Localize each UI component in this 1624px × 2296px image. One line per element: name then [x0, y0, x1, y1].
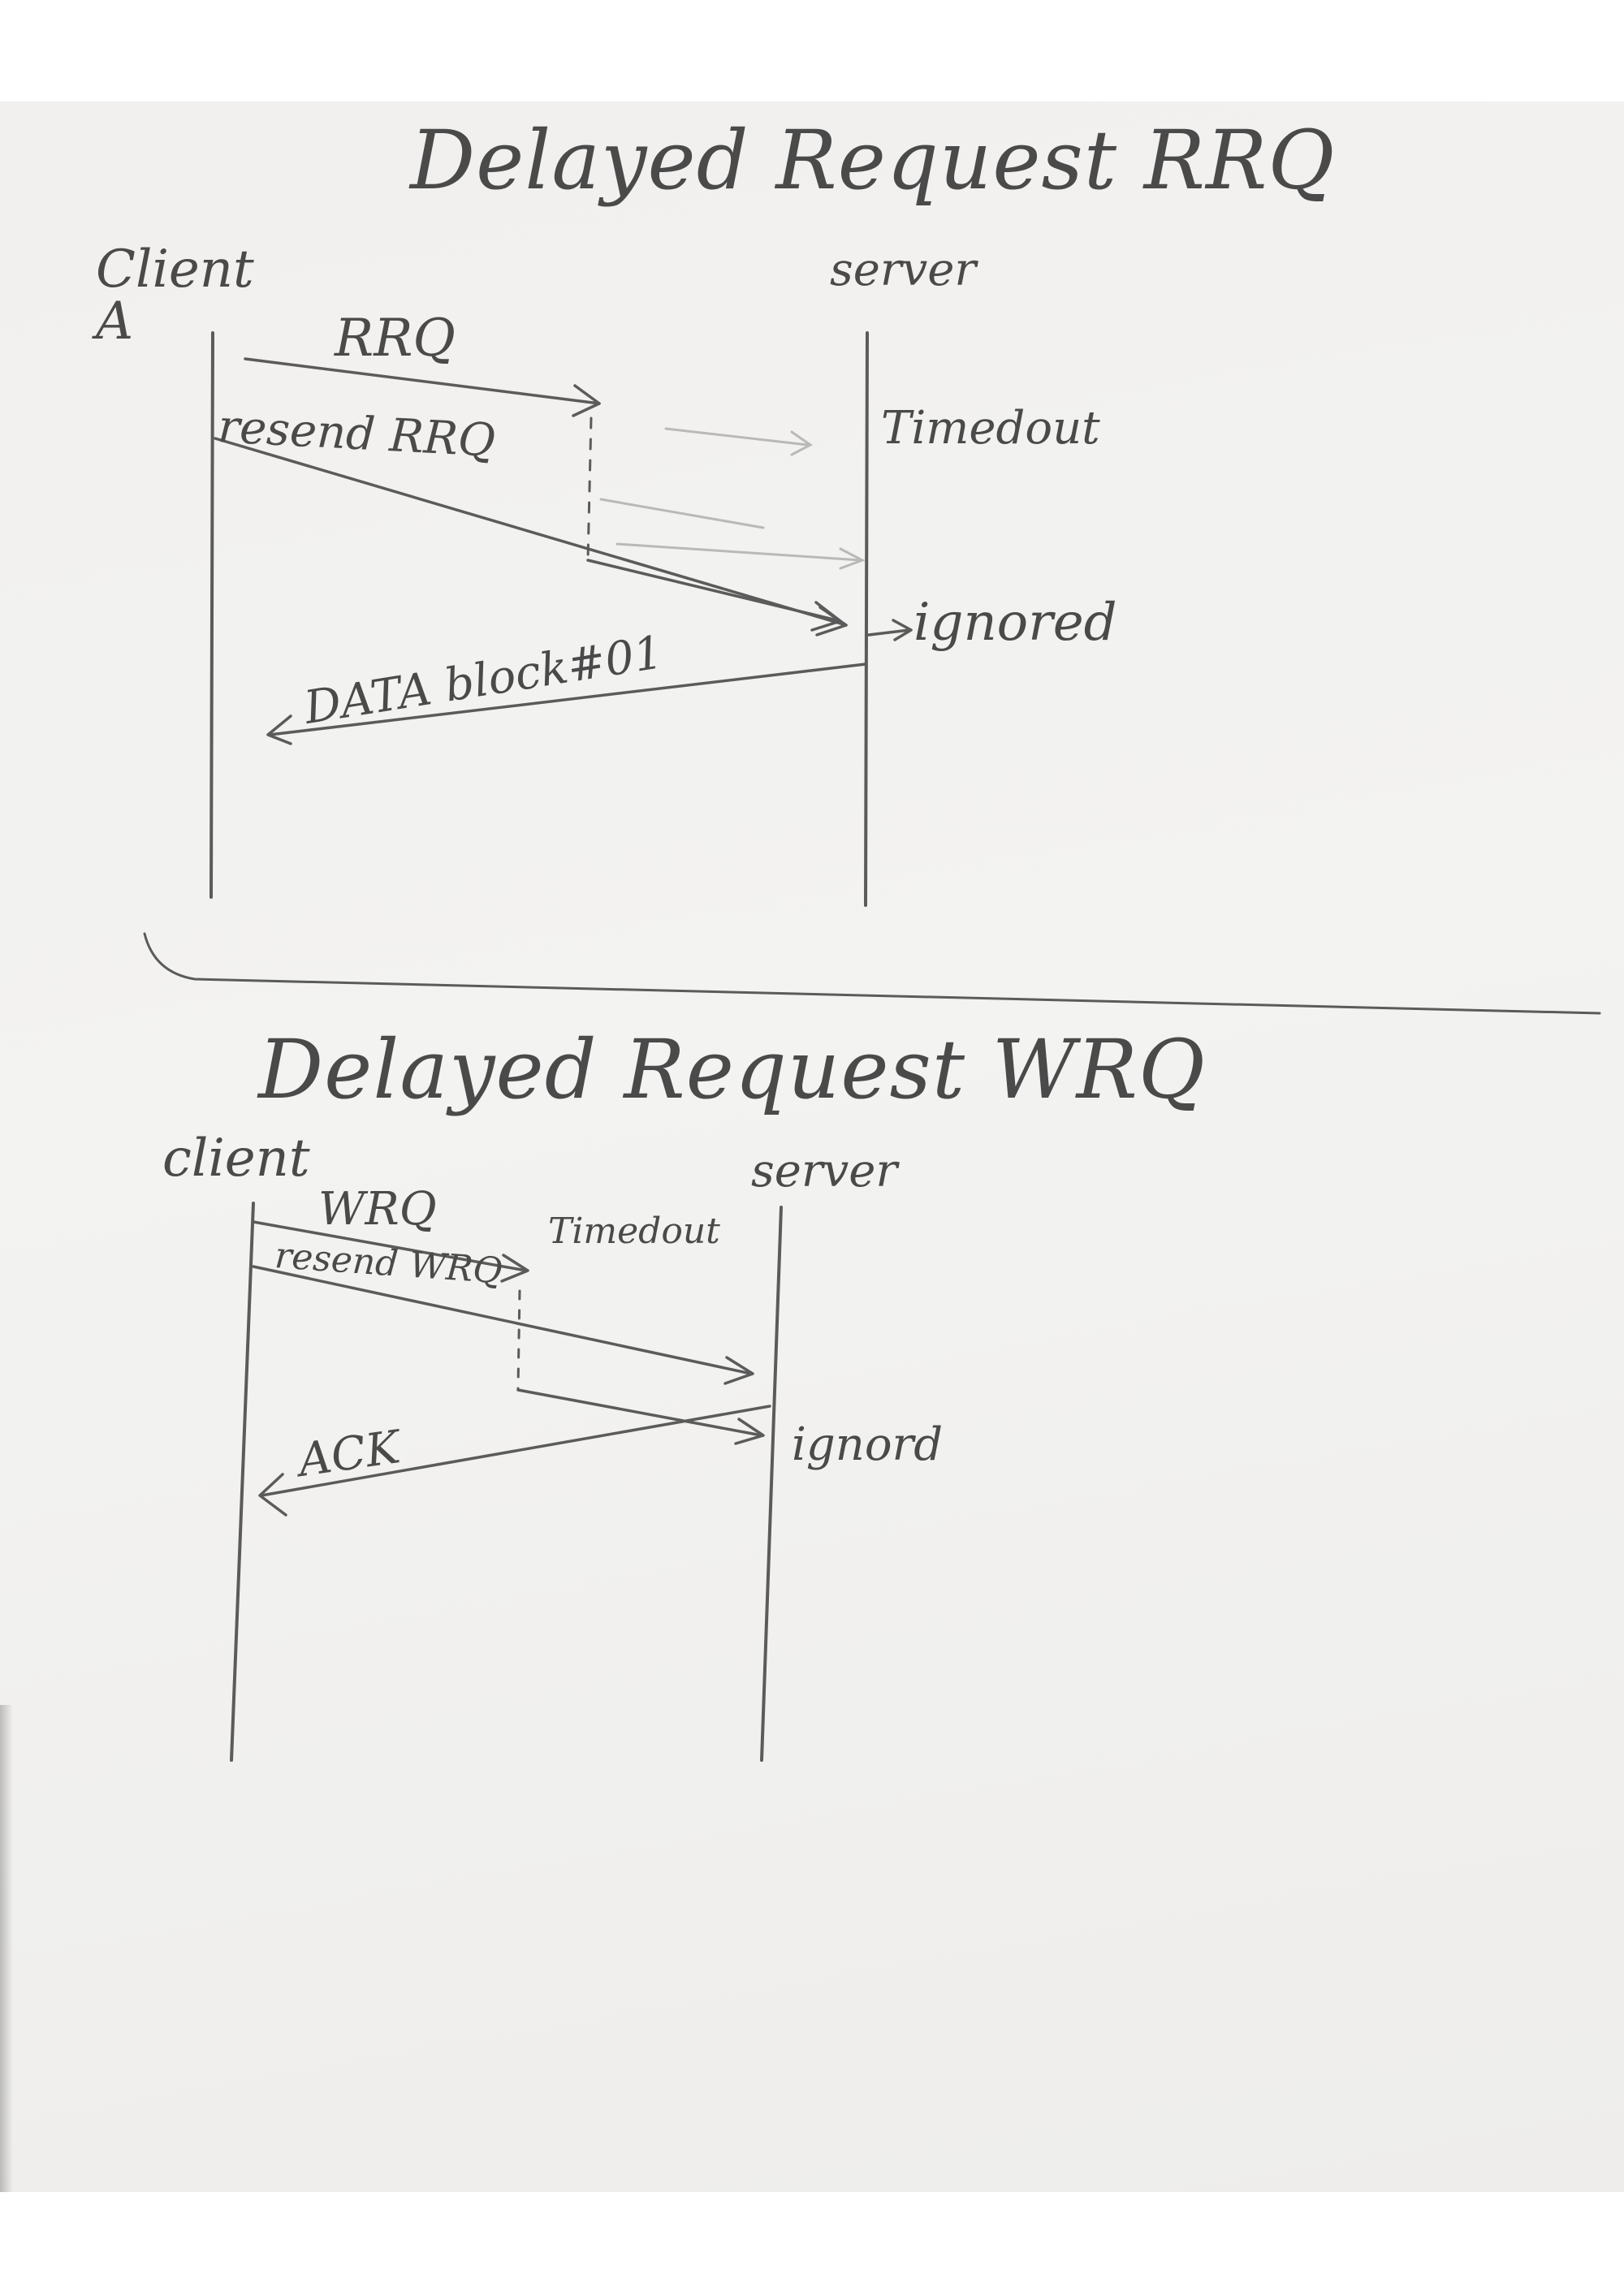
- rrq-delay-dashes: [586, 416, 593, 562]
- rrq-diagram-title: Delayed Request RRQ: [410, 113, 1336, 208]
- wrq-client-label: client: [162, 1129, 310, 1189]
- erased-arrowhead: [790, 430, 813, 456]
- rrq-client-label: Client A: [96, 240, 254, 352]
- wrq-diagram-title: Delayed Request WRQ: [258, 1022, 1206, 1117]
- rrq-ignored-note: ignored: [914, 593, 1117, 653]
- rrq-data-arrowhead: [266, 714, 292, 745]
- rrq-ignored-arrowhead: [892, 619, 913, 641]
- wrq-ignored-note: ignord: [792, 1418, 944, 1471]
- rrq-ignored-arrow: [867, 628, 911, 637]
- wrq-delay-dashes: [516, 1289, 521, 1390]
- wrq-client-lifeline: [230, 1202, 255, 1762]
- wrq-timeout-note: Timedout: [548, 1211, 720, 1252]
- wrq-delayed-arrowhead: [734, 1418, 765, 1445]
- rrq-client-lifeline: [209, 331, 214, 899]
- wrq-ack-label: ACK: [295, 1421, 404, 1487]
- erased-arrowhead: [839, 547, 866, 570]
- wrq-delayed-arrow: [516, 1388, 763, 1437]
- rrq-data-arrow: [268, 662, 867, 736]
- rrq-server-lifeline: [864, 331, 869, 907]
- rrq-timeout-note: Timedout: [881, 402, 1100, 455]
- rrq-sequence-diagram: [209, 331, 913, 907]
- wrq-sequence-diagram: [230, 1202, 783, 1762]
- rrq-request-arrowhead: [572, 384, 601, 417]
- section-separator: [143, 932, 1601, 1015]
- wrq-request-arrow: [252, 1220, 528, 1272]
- wrq-resend-arrow: [252, 1265, 753, 1375]
- rrq-request-label: RRQ: [335, 309, 456, 369]
- wrq-ack-arrow: [260, 1405, 771, 1497]
- photo-top-margin: [0, 0, 1624, 101]
- rrq-server-label: server: [830, 244, 977, 296]
- wrq-request-label: WRQ: [318, 1183, 437, 1236]
- wrq-server-lifeline: [760, 1206, 783, 1762]
- rrq-resend-arrowhead: [815, 606, 848, 637]
- paper-sheet: [0, 101, 1624, 2192]
- photo-bottom-margin: [0, 2192, 1624, 2296]
- wrq-resend-arrowhead: [723, 1356, 754, 1385]
- paper-shadow: [0, 1705, 13, 2192]
- erased-line: [615, 542, 862, 562]
- wrq-request-arrowhead: [500, 1254, 529, 1283]
- rrq-request-arrow: [244, 357, 601, 405]
- erased-line: [599, 498, 765, 529]
- wrq-ack-arrowhead: [258, 1473, 287, 1517]
- erased-line: [664, 427, 810, 447]
- rrq-resend-arrow: [214, 437, 848, 627]
- wrq-server-label: server: [751, 1145, 898, 1198]
